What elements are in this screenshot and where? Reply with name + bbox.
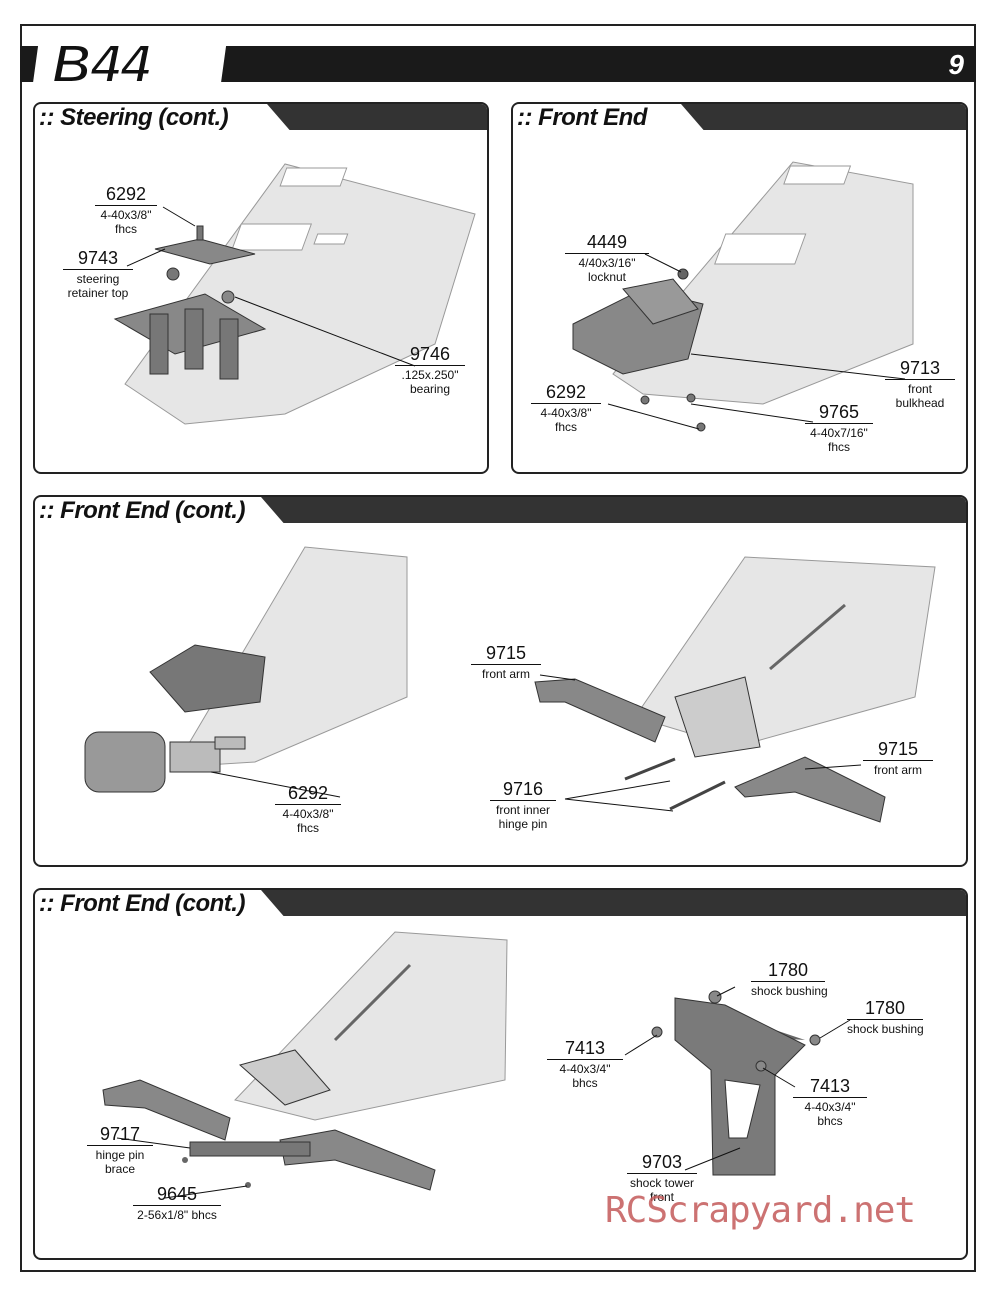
callout-9765: 9765 4-40x7/16"fhcs — [805, 402, 873, 454]
b44-logo: B44 — [32, 32, 228, 95]
section-tab-shape — [35, 890, 287, 920]
section-title: :: Front End (cont.) — [39, 890, 245, 917]
logo-text: B44 — [52, 34, 151, 94]
page-number: 9 — [948, 49, 964, 80]
section-tab-shape — [35, 104, 293, 134]
section-title: :: Front End — [517, 104, 647, 131]
callout-9715-left: 9715 front arm — [471, 643, 541, 681]
section-tab-shape — [513, 104, 707, 134]
callout-6292: 6292 4-40x3/8"fhcs — [531, 382, 601, 434]
front-end-assembly-diagram — [84, 546, 936, 823]
shock-tower-diagram — [102, 931, 851, 1199]
section-front-end: :: Front End 4449 4/40x3/16"locknut 9713… — [511, 102, 968, 474]
section-title: :: Steering (cont.) — [39, 104, 229, 131]
callout-9746: 9746 .125x.250"bearing — [395, 344, 465, 396]
section-tab-shape — [35, 497, 287, 527]
front-end-diagram — [572, 161, 914, 432]
callout-9715-right: 9715 front arm — [863, 739, 933, 777]
callout-9645: 9645 2-56x1/8" bhcs — [133, 1184, 221, 1222]
callout-7413-right: 7413 4-40x3/4"bhcs — [793, 1076, 867, 1128]
callout-7413-left: 7413 4-40x3/4"bhcs — [547, 1038, 623, 1090]
callout-6292: 6292 4-40x3/8"fhcs — [95, 184, 157, 236]
section-front-end-cont-1: :: Front End (cont.) 6292 4-40x3/8"fhcs … — [33, 495, 968, 867]
callout-6292: 6292 4-40x3/8"fhcs — [275, 783, 341, 835]
steering-diagram — [113, 163, 476, 425]
watermark-text: RCScrapyard.net — [605, 1190, 916, 1231]
section-steering: :: Steering (cont.) 6292 4-40x3/8"fhcs 9… — [33, 102, 489, 474]
callout-1780-right: 1780 shock bushing — [847, 998, 924, 1036]
section-title: :: Front End (cont.) — [39, 497, 245, 524]
callout-1780-left: 1780 shock bushing — [751, 960, 828, 998]
callout-4449: 4449 4/40x3/16"locknut — [565, 232, 649, 284]
